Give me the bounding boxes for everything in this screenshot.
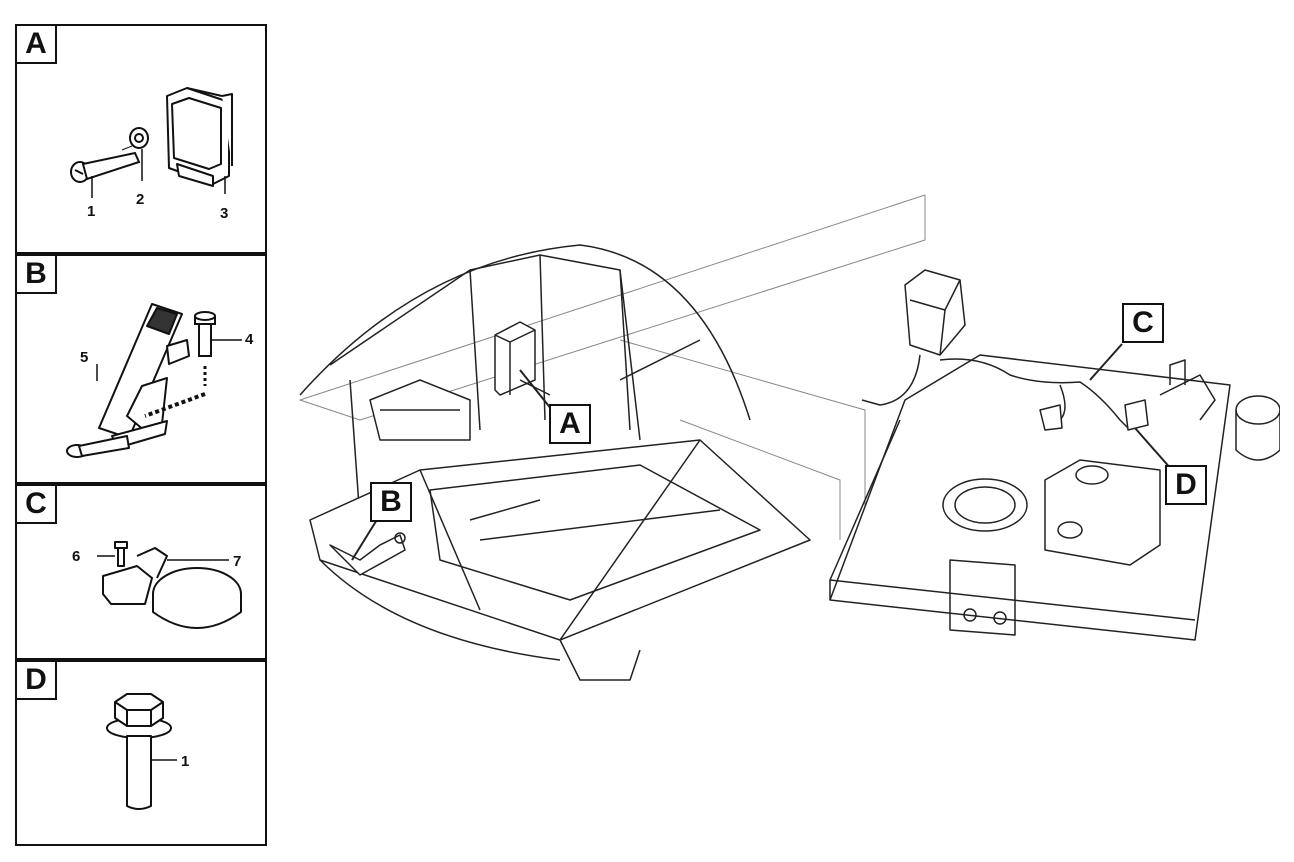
part-number: 6 [72, 548, 80, 565]
callout-c: C [1122, 303, 1164, 343]
part-number: 3 [220, 205, 228, 222]
main-assembly-drawing [299, 194, 1280, 681]
part-number: 1 [181, 753, 189, 770]
callout-b: B [370, 482, 412, 522]
detail-panel-a: 1 2 3 A [15, 24, 267, 254]
detail-panel-b: 5 4 B [15, 254, 267, 484]
panel-label: B [17, 256, 57, 294]
part-number: 1 [87, 203, 95, 220]
pedal-assembly-drawing: 5 4 [66, 303, 254, 458]
flange-bolt-drawing: 1 [106, 693, 189, 810]
detail-panel-d: 1 D [15, 660, 267, 846]
panel-label: D [17, 662, 57, 700]
panel-label: A [17, 26, 57, 64]
detail-panel-c: 6 7 C [15, 484, 267, 660]
panel-label: C [17, 486, 57, 524]
part-number: 2 [136, 191, 144, 208]
callout-d: D [1165, 465, 1207, 505]
callout-a: A [549, 404, 591, 444]
part-number: 5 [80, 349, 88, 366]
bracket-assembly-drawing: 1 2 3 [70, 87, 233, 222]
part-number: 4 [245, 331, 254, 348]
clamp-assembly-drawing: 6 7 [72, 541, 242, 629]
part-number: 7 [233, 553, 241, 570]
